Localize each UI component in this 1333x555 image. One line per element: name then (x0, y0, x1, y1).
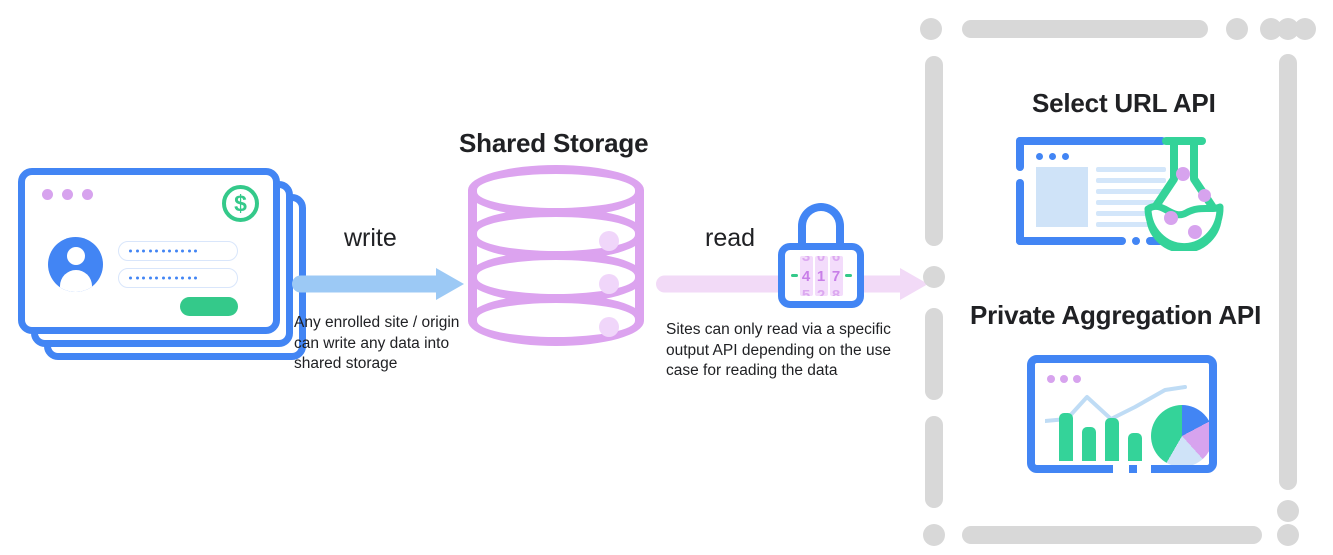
lock-dial-1: 3 4 5 (799, 255, 813, 296)
flask-bubble-3 (1164, 211, 1178, 225)
window-dot-3 (1062, 153, 1069, 160)
window-dot-1 (1036, 153, 1043, 160)
flask-icon (1144, 137, 1224, 251)
private-aggregation-api-title: Private Aggregation API (970, 300, 1262, 330)
window-frame-bottom-1 (1016, 237, 1126, 245)
shared-storage-cylinder (468, 165, 644, 347)
password-field (118, 268, 238, 288)
window-frame-bottom-dot (1132, 237, 1140, 245)
panel-border-dot-top-1 (1226, 18, 1248, 40)
flask-bubble-1 (1176, 167, 1190, 181)
panel-border-bar-bottom (962, 526, 1262, 544)
combination-lock-icon: 3 4 5 0 1 2 6 7 8 (778, 203, 864, 308)
panel-border-dot-right-top (1277, 18, 1299, 40)
avatar-head (66, 247, 85, 265)
select-url-api-title: Select URL API (1032, 88, 1216, 118)
cylinder-side-left (468, 191, 477, 321)
window-border-gap-1 (1113, 465, 1129, 473)
output-apis-panel (920, 8, 1333, 547)
enrolled-site-card-stack: $ (18, 168, 308, 363)
submit-button (180, 297, 238, 316)
cylinder-dot-1 (599, 231, 619, 251)
panel-border-bar-left-1 (925, 56, 943, 246)
cylinder-dot-2 (599, 274, 619, 294)
lock-dial-2: 0 1 2 (814, 255, 828, 296)
field-dots-1 (129, 249, 197, 253)
window-dots (42, 189, 93, 200)
panel-border-dot-top-2 (1260, 18, 1282, 40)
window-frame-left-1 (1016, 137, 1024, 171)
content-line-1 (1096, 167, 1166, 172)
lock-dial-3: 6 7 8 (829, 255, 843, 296)
avatar-body (59, 270, 92, 292)
currency-coin-icon: $ (222, 185, 259, 222)
private-aggregation-api-icon (1027, 355, 1217, 480)
panel-border-dot-bottom-left (923, 524, 945, 546)
window-dot-3 (82, 189, 93, 200)
write-arrow-label: write (344, 224, 397, 252)
write-arrow-shaft (292, 275, 440, 292)
currency-symbol: $ (234, 190, 247, 216)
panel-border-bar-left-3 (925, 416, 943, 508)
panel-border-bar-right (1279, 54, 1297, 490)
window-frame-left-2 (1016, 179, 1024, 245)
cylinder-side-right (635, 191, 644, 321)
write-arrow-head (436, 267, 464, 300)
window-border-gap-2 (1137, 465, 1151, 473)
panel-border-bar-left-2 (925, 308, 943, 400)
window-frame-top (1016, 137, 1166, 145)
dashboard-window (1027, 355, 1217, 473)
cylinder-band-4 (468, 294, 644, 346)
window-dot-2 (1049, 153, 1056, 160)
panel-border-dot-left-mid (923, 266, 945, 288)
panel-border-dot-right-1 (1277, 500, 1299, 522)
bar-3 (1105, 418, 1119, 461)
dashboard-dot-2 (1060, 375, 1068, 383)
cylinder-dot-3 (599, 317, 619, 337)
lock-dash-right (844, 273, 852, 278)
dashboard-dot-1 (1047, 375, 1055, 383)
window-border-dot (1129, 465, 1137, 473)
dashboard-dot-3 (1073, 375, 1081, 383)
select-url-api-icon (1016, 137, 1226, 251)
bar-4 (1128, 433, 1142, 461)
write-arrow (292, 267, 464, 300)
lock-shackle (798, 203, 844, 259)
window-dot-2 (62, 189, 73, 200)
lock-body: 3 4 5 0 1 2 6 7 8 (778, 243, 864, 308)
panel-border-bar-top (962, 20, 1208, 38)
write-description: Any enrolled site / origin can write any… (294, 314, 460, 372)
lock-dash-left (790, 273, 798, 278)
bar-2 (1082, 427, 1096, 461)
content-line-5 (1096, 211, 1166, 216)
panel-border-dot-top-3 (1294, 18, 1316, 40)
content-line-6 (1096, 222, 1166, 227)
user-avatar-icon (48, 237, 103, 292)
read-arrow-label: read (705, 224, 756, 252)
read-description: Sites can only read via a specific outpu… (666, 321, 891, 379)
field-dots-2 (129, 276, 197, 280)
shared-storage-title: Shared Storage (459, 128, 649, 158)
bar-1 (1059, 413, 1073, 461)
content-line-2 (1096, 178, 1166, 183)
content-line-3 (1096, 189, 1166, 194)
flask-bubble-4 (1188, 225, 1202, 239)
pie-chart (1151, 405, 1209, 465)
site-card-front: $ (18, 168, 280, 334)
content-thumbnail (1036, 167, 1088, 227)
panel-border-dot-top-left (920, 18, 942, 40)
content-line-4 (1096, 200, 1166, 205)
username-field (118, 241, 238, 261)
panel-border-dot-right-2 (1277, 524, 1299, 546)
window-dot-1 (42, 189, 53, 200)
flask-bubble-2 (1198, 189, 1211, 202)
